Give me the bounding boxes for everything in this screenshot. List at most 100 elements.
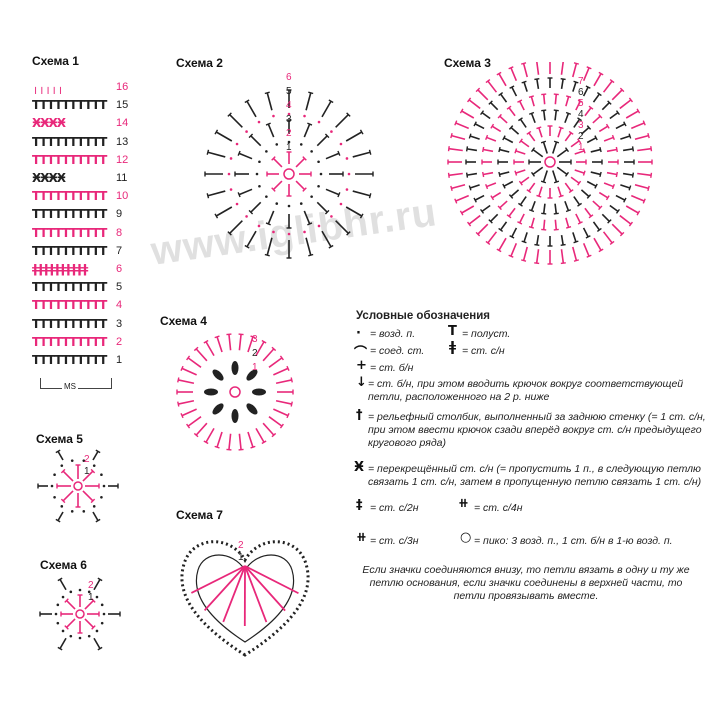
black-stitch — [359, 213, 364, 219]
black-stitch — [510, 126, 520, 135]
pink-stitch — [91, 625, 96, 630]
black-stitch — [631, 172, 635, 178]
pink-stitch — [625, 205, 639, 214]
chain-dot — [317, 184, 320, 188]
black-stitch — [321, 230, 332, 248]
pink-stitch — [448, 147, 463, 152]
pink-stitch — [181, 367, 197, 376]
black-stitch — [599, 171, 602, 178]
black-stitch — [601, 213, 610, 222]
pink-stitch — [530, 96, 535, 107]
black-stitch — [542, 170, 548, 183]
pink-stitch — [536, 194, 542, 198]
pink-stitch — [250, 335, 256, 339]
black-stitch — [97, 646, 103, 651]
black-stitch — [615, 110, 620, 116]
pink-stitch — [84, 618, 95, 629]
pink-stitch — [451, 184, 466, 190]
black-stitch — [92, 450, 99, 461]
pink-stitch — [84, 599, 95, 610]
pink-stitch — [65, 618, 76, 629]
pink-stitch — [487, 80, 498, 93]
pink-stitch — [482, 146, 485, 153]
black-stitch — [307, 122, 313, 126]
black-stitch — [564, 113, 570, 124]
pink-stitch — [490, 195, 495, 201]
ms-label: MS — [62, 382, 78, 391]
black-stitch — [511, 227, 518, 238]
pink-stitch — [518, 100, 525, 111]
pink-stitch — [647, 133, 650, 139]
pink-stitch — [177, 401, 180, 407]
black-stitch — [227, 112, 232, 117]
pink-stitch — [485, 79, 491, 84]
pink-stitch — [528, 182, 536, 192]
chain-dot — [50, 484, 54, 488]
chain-stitch-symbol: · — [356, 326, 361, 341]
black-stitch — [508, 125, 514, 130]
chain-dot — [317, 224, 321, 228]
row-number: 11 — [116, 172, 128, 184]
chain-dot — [82, 510, 86, 513]
chain-dot — [303, 114, 306, 118]
pink-stitch — [628, 97, 633, 103]
black-stitch — [498, 171, 501, 178]
round-number: 3 — [252, 334, 258, 345]
row-number: 16 — [116, 81, 129, 93]
pink-stitch — [238, 448, 244, 451]
pink-stitch — [530, 217, 535, 228]
row-number: 5 — [116, 281, 123, 294]
pink-stitch — [195, 348, 208, 362]
black-stitch — [264, 91, 270, 95]
black-stitch — [580, 189, 590, 198]
black-stitch — [246, 230, 257, 248]
crossed-stitch-symbol: Ӿ — [354, 460, 365, 475]
pink-stitch — [454, 198, 458, 204]
center-ring — [229, 386, 241, 398]
row-number: 3 — [116, 317, 123, 330]
pink-stitch — [574, 169, 585, 174]
row-number: 8 — [116, 226, 123, 239]
black-stitch — [509, 85, 515, 89]
row-stitches: ╷╷╷╷╷ — [32, 80, 64, 94]
legend-picot: = пико: 3 возд. п., 1 ст. б/н в 1-ю возд… — [474, 535, 673, 547]
puff-stitch — [212, 369, 224, 381]
center-ring — [283, 168, 295, 180]
black-stitch — [573, 196, 581, 206]
chain-dot — [287, 112, 291, 116]
black-stitch — [536, 234, 540, 246]
black-stitch — [523, 81, 528, 92]
pink-stitch — [226, 333, 232, 336]
pink-stitch — [177, 377, 180, 383]
chain-dot — [245, 130, 248, 133]
row-number: 12 — [116, 153, 129, 166]
pink-stitch — [572, 246, 578, 261]
pink-stitch — [203, 565, 246, 611]
pink-stitch — [560, 262, 566, 265]
pink-stitch — [582, 148, 586, 154]
pink-stitch — [271, 432, 277, 438]
chain-dot — [319, 172, 323, 176]
black-stitch — [521, 80, 527, 84]
chain-dot — [347, 172, 351, 176]
chain-dot — [229, 188, 233, 191]
pink-stitch — [222, 565, 246, 623]
pink-stitch — [187, 357, 202, 368]
black-stitch — [540, 180, 547, 184]
pink-stitch — [295, 180, 306, 191]
row-number: 14 — [116, 117, 129, 130]
pink-stitch — [477, 89, 489, 101]
black-stitch — [594, 135, 598, 141]
pink-stitch — [454, 120, 458, 126]
pink-stitch — [491, 125, 502, 133]
pink-stitch — [475, 231, 481, 237]
black-stitch — [564, 147, 570, 153]
pink-stitch — [272, 180, 283, 191]
pink-stitch — [180, 413, 184, 419]
half-double-symbol: T — [448, 324, 457, 339]
pink-stitch — [262, 348, 275, 362]
black-stitch — [57, 511, 64, 522]
black-stitch — [469, 184, 480, 189]
chain-dot — [69, 634, 73, 638]
